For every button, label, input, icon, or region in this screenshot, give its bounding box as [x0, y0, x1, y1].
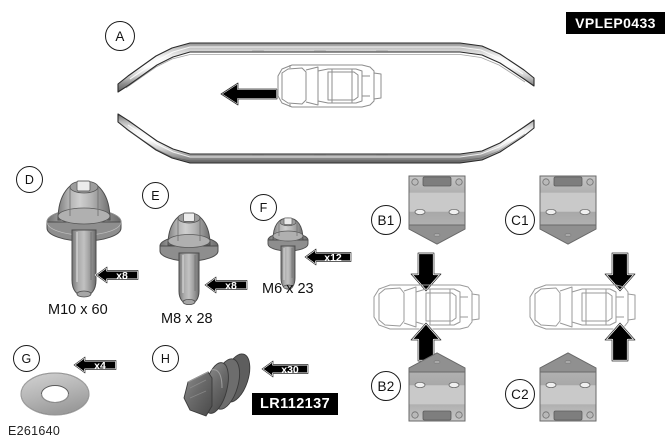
- quantity-tag-clip-h: x30: [260, 359, 310, 379]
- bracket-c2-art: [539, 352, 597, 422]
- callout-a: A: [105, 21, 135, 51]
- vehicle-plan-view-c: [529, 284, 636, 330]
- bolt-m6-art: [267, 217, 309, 290]
- quantity-text-d: x8: [116, 270, 128, 282]
- vehicle-plan-view-top: [277, 64, 382, 108]
- install-arrow-up-b: [409, 321, 443, 363]
- callout-d: D: [16, 166, 43, 193]
- bolt-m10-art: [46, 180, 122, 298]
- roof-rail-assembly-art: [117, 42, 535, 164]
- callout-e: E: [142, 182, 169, 209]
- quantity-tag-bolt-d: x8: [94, 265, 140, 285]
- quantity-tag-bolt-f: x12: [303, 247, 353, 267]
- part-number-label: VPLEP0433: [566, 12, 665, 34]
- install-arrow-down-c: [603, 251, 637, 293]
- quantity-text-g: x4: [94, 360, 106, 372]
- bracket-b1-art: [408, 175, 466, 245]
- callout-c2: C2: [505, 379, 535, 409]
- quantity-tag-washer-g: x4: [72, 355, 118, 375]
- bracket-c1-art: [539, 175, 597, 245]
- quantity-tag-bolt-e: x8: [203, 275, 249, 295]
- callout-g: G: [13, 345, 40, 372]
- vehicle-plan-view-b: [373, 284, 480, 330]
- roof-rail-lower: [117, 113, 535, 164]
- roof-rail-upper: [117, 42, 535, 93]
- direction-arrow-left: [220, 82, 278, 106]
- bracket-b2-art: [408, 352, 466, 422]
- callout-c1: C1: [505, 205, 535, 235]
- caption-bolt-d: M10 x 60: [48, 302, 108, 318]
- callout-h: H: [152, 345, 179, 372]
- quantity-text-e: x8: [225, 280, 237, 292]
- clip-part-number-label: LR112137: [252, 393, 338, 415]
- quantity-text-f: x12: [324, 252, 342, 264]
- callout-b2: B2: [371, 371, 401, 401]
- callout-f: F: [250, 194, 277, 221]
- caption-bolt-f: M6 x 23: [262, 281, 314, 297]
- callout-b1: B1: [371, 205, 401, 235]
- trim-clip-art: [183, 353, 251, 417]
- figure-code: E261640: [8, 424, 61, 438]
- caption-bolt-e: M8 x 28: [161, 311, 213, 327]
- bolt-m8-art: [159, 212, 219, 306]
- washer-art: [20, 372, 90, 416]
- install-arrow-down-b: [409, 251, 443, 293]
- quantity-text-h: x30: [281, 364, 299, 376]
- install-arrow-up-c: [603, 321, 637, 363]
